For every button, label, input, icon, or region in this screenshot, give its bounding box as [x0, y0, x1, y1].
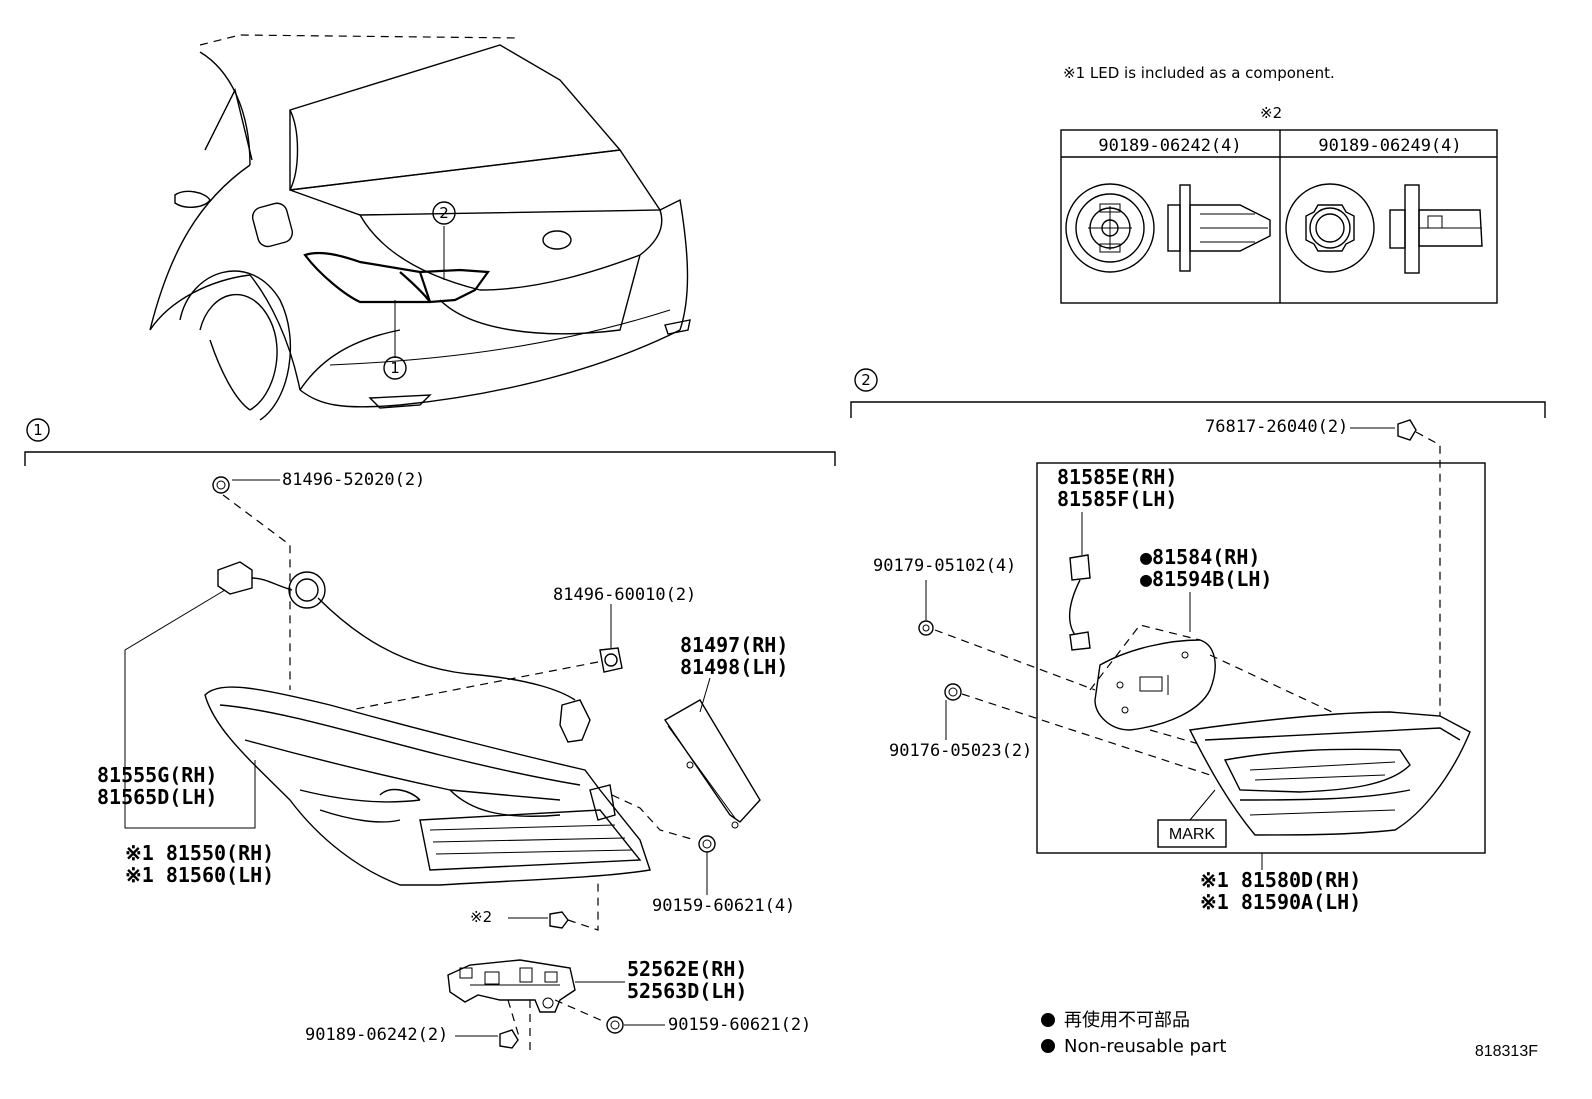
- clip-90189-06242-lower: [499, 1029, 519, 1049]
- inner-lamp-frame: [1036, 462, 1486, 854]
- section-2-inner-tail-lamp: 2 76817-26040(2) 81585E(RH) 81585F(LH) ●…: [850, 368, 1546, 914]
- label-90179-05102: 90179-05102(4): [873, 556, 1016, 576]
- bracket-81497: [663, 699, 761, 829]
- label-81496-60010: 81496-60010(2): [553, 585, 696, 605]
- label-76817-26040: 76817-26040(2): [1205, 417, 1348, 437]
- clip-90189-06249-side-view: [1389, 184, 1483, 274]
- callout-1-number: 1: [390, 359, 400, 377]
- screw-90159-60621-upper: [698, 835, 716, 853]
- retainer-81496-60010: [599, 647, 623, 673]
- section-2-marker: [854, 368, 878, 392]
- gasket-81584: [1094, 639, 1216, 731]
- clip-table-ref: ※2: [1260, 104, 1282, 122]
- legend: 再使用不可部品 Non-reusable part: [1041, 1010, 1226, 1057]
- section-1-number: 1: [33, 421, 43, 439]
- label-90159-60621-2: 90159-60621(2): [668, 1015, 811, 1035]
- callout-1-marker: [383, 356, 407, 380]
- label-90159-60621-4: 90159-60621(4): [652, 896, 795, 916]
- socket-and-wire-81555g: [217, 561, 591, 743]
- label-81594b-lh: ●81594B(LH): [1140, 567, 1272, 591]
- section-1-outer-tail-lamp: 1 81496-52020(2) 81555G(RH) 81565D(LH) 8…: [24, 418, 836, 1050]
- legend-dot-jp: [1041, 1013, 1055, 1027]
- clip-90189-06242-front-view: [1065, 183, 1155, 273]
- led-note: ※1 LED is included as a component.: [1063, 64, 1335, 82]
- callout-2-marker: [432, 201, 456, 225]
- nut-90176-05023: [944, 683, 962, 701]
- callout-2-number: 2: [439, 204, 449, 222]
- car-rear-illustration: 1 2: [149, 34, 691, 421]
- clip-table-header-2: 90189-06249(4): [1318, 136, 1461, 156]
- clip-90189-06249-front-view: [1285, 183, 1375, 273]
- outer-tail-lamp-81550: [204, 686, 651, 886]
- label-81584-rh: ●81584(RH): [1140, 545, 1260, 569]
- clip-90189-06242-side-view: [1167, 184, 1271, 272]
- wire-81585e: [1068, 554, 1091, 651]
- clip-76817-26040: [1397, 419, 1417, 441]
- nut-90179-05102: [918, 620, 934, 636]
- section-2-number: 2: [861, 371, 871, 389]
- mark-label: MARK: [1169, 826, 1216, 843]
- label-90176-05023: 90176-05023(2): [889, 741, 1032, 761]
- label-81590a-lh: ※1 81590A(LH): [1200, 890, 1361, 914]
- label-81555g-rh: 81555G(RH): [97, 763, 217, 787]
- inner-tail-lamp-81580d: [1188, 711, 1471, 836]
- label-81580d-rh: ※1 81580D(RH): [1200, 868, 1361, 892]
- label-81585e-rh: 81585E(RH): [1057, 465, 1177, 489]
- clip-table-header-1: 90189-06242(4): [1098, 136, 1241, 156]
- label-81550-rh: ※1 81550(RH): [125, 841, 274, 865]
- legend-dot-en: [1041, 1039, 1055, 1053]
- label-81498-lh: 81498(LH): [680, 655, 788, 679]
- clip-ref2-part: [549, 911, 569, 929]
- legend-en-text: Non-reusable part: [1064, 1036, 1226, 1057]
- label-81585f-lh: 81585F(LH): [1057, 487, 1177, 511]
- label-81497-rh: 81497(RH): [680, 633, 788, 657]
- section-1-marker: [26, 418, 50, 442]
- screw-90159-60621-lower: [606, 1016, 624, 1034]
- label-52563d-lh: 52563D(LH): [627, 979, 747, 1003]
- label-81565d-lh: 81565D(LH): [97, 785, 217, 809]
- label-81496-52020: 81496-52020(2): [282, 470, 425, 490]
- label-90189-06242-2: 90189-06242(2): [305, 1025, 448, 1045]
- bracket-assembly-52562e: [447, 959, 576, 1013]
- mark-box: [1157, 819, 1227, 848]
- label-clip-ref2: ※2: [470, 908, 492, 926]
- label-52562e-rh: 52562E(RH): [627, 957, 747, 981]
- legend-jp-text: 再使用不可部品: [1064, 1010, 1190, 1031]
- grommet-81496-52020: [212, 476, 230, 494]
- diagram-code: 818313F: [1475, 1043, 1538, 1060]
- label-81560-lh: ※1 81560(LH): [125, 863, 274, 887]
- clip-table: 90189-06242(4) 90189-06249(4): [1060, 129, 1498, 304]
